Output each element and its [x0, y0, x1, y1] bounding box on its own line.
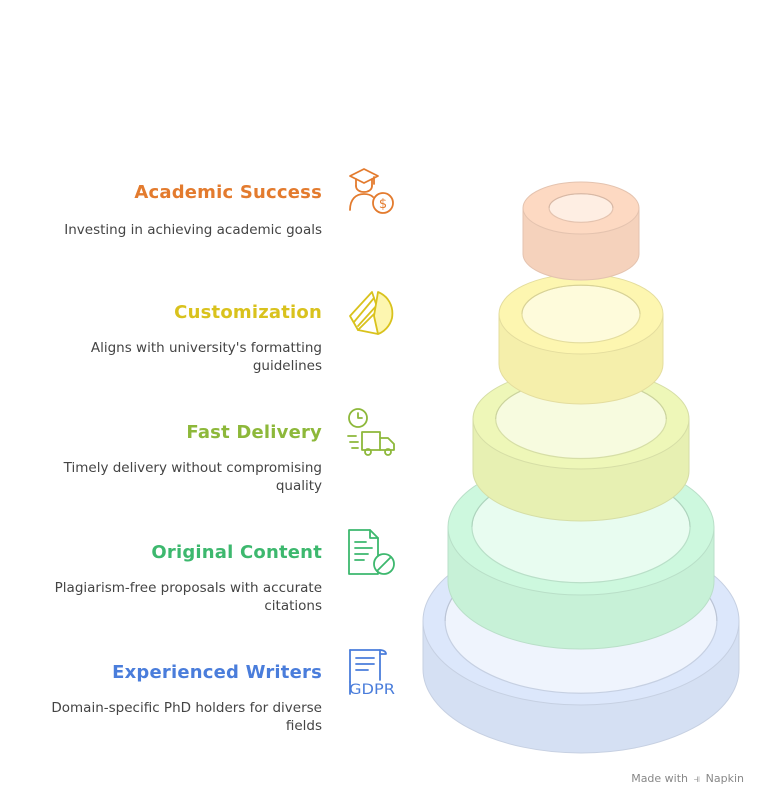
item-title: Fast Delivery: [186, 422, 322, 443]
item-title: Academic Success: [134, 182, 322, 203]
item-description: Plagiarism-free proposals with accurate …: [54, 580, 322, 614]
item-customization: Customization Aligns with university's f…: [22, 302, 322, 375]
footer-brand: Napkin: [705, 772, 744, 785]
item-experienced-writers: Experienced Writers Domain-specific PhD …: [22, 662, 322, 735]
footer-made-with: Made with: [631, 772, 689, 785]
document-no-copy-icon: [344, 526, 400, 582]
item-description: Investing in achieving academic goals: [64, 222, 322, 238]
item-title: Customization: [174, 302, 322, 323]
footer-attribution: Made with ⫣ Napkin: [631, 772, 744, 786]
document-stack-icon: [344, 286, 400, 342]
item-academic-success: Academic Success Investing in achieving …: [22, 182, 322, 239]
clock-truck-icon: [344, 406, 400, 462]
item-description: Timely delivery without compromising qua…: [63, 460, 322, 494]
napkin-logo-icon: ⫣: [693, 772, 701, 785]
item-title: Experienced Writers: [112, 662, 322, 683]
item-original-content: Original Content Plagiarism-free proposa…: [22, 542, 322, 615]
gdpr-document-icon: GDPR: [344, 646, 400, 702]
ring-customization: [498, 273, 664, 405]
item-title: Original Content: [151, 542, 322, 563]
svg-text:$: $: [379, 197, 387, 212]
item-description: Domain-specific PhD holders for diverse …: [51, 700, 322, 734]
ring-academic-success: [522, 181, 640, 281]
svg-text:GDPR: GDPR: [349, 682, 395, 698]
item-fast-delivery: Fast Delivery Timely delivery without co…: [22, 422, 322, 495]
item-description: Aligns with university's formatting guid…: [90, 340, 322, 374]
graduate-money-icon: $: [344, 166, 400, 222]
